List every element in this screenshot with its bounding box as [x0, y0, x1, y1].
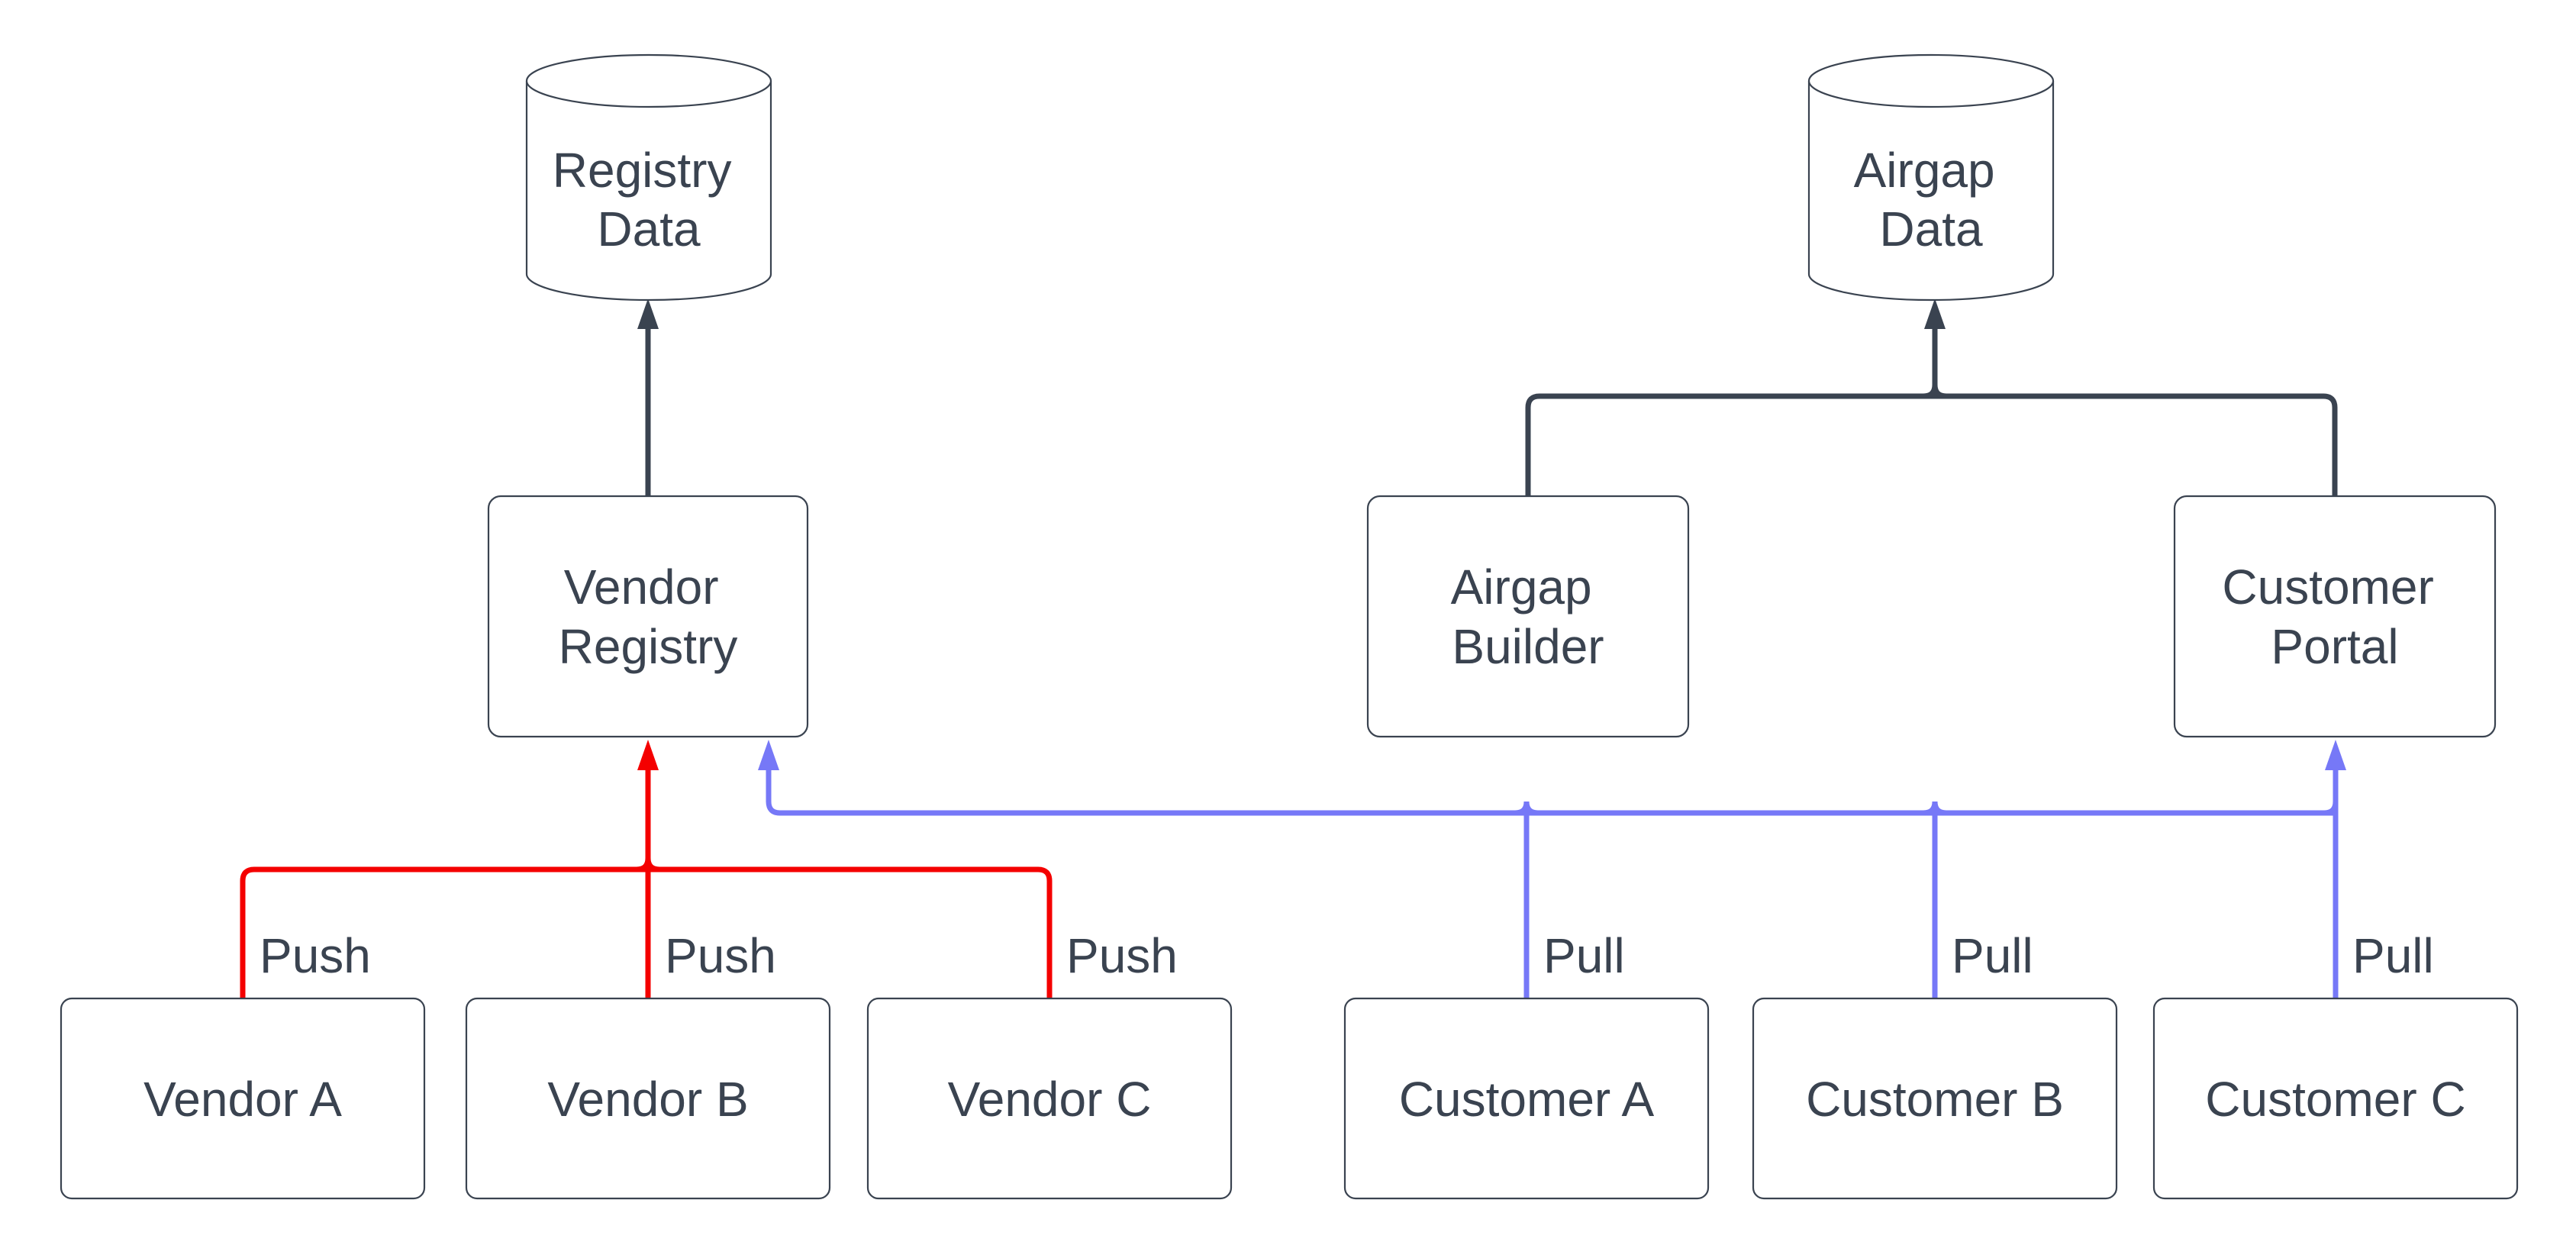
edge-line	[766, 767, 2336, 816]
node-label: Customer A	[1399, 1072, 1655, 1127]
database-cylinder-body	[525, 81, 772, 302]
node-label: Airgap Data	[1854, 143, 2009, 256]
node-vendor-b: Vendor B	[465, 997, 831, 1200]
edge-pull-trunk	[758, 740, 2346, 998]
node-label: Vendor B	[547, 1072, 748, 1127]
node-label: Customer B	[1806, 1072, 2064, 1127]
node-registry-data: Registry Data	[525, 53, 772, 302]
edge-label-pull-b: Pull	[1952, 928, 2033, 983]
node-label: Customer Portal	[2222, 560, 2447, 674]
node-label: Vendor Registry	[559, 560, 738, 674]
edge-junction	[2323, 801, 2339, 816]
edge-junction	[1514, 801, 1539, 816]
node-box	[866, 997, 1233, 1200]
node-airgap-builder: Airgap Builder	[1366, 495, 1690, 738]
node-box	[1343, 997, 1710, 1200]
node-airgap-data: Airgap Data	[1807, 53, 2055, 302]
node-label: Registry Data	[553, 143, 746, 256]
node-label: Customer C	[2205, 1072, 2465, 1127]
edge-label-push-b: Push	[665, 928, 776, 983]
node-box	[1752, 997, 2118, 1200]
edge-vendor-registry-to-registry-data	[637, 298, 659, 496]
node-customer-c: Customer C	[2152, 997, 2519, 1200]
node-label: Vendor C	[948, 1072, 1152, 1127]
node-box	[487, 495, 809, 738]
arrowhead-up-icon	[637, 740, 659, 770]
node-box	[2173, 495, 2497, 738]
edge-line	[1525, 393, 1935, 496]
node-vendor-a: Vendor A	[60, 997, 426, 1200]
edge-merge-to-airgap-data	[1923, 298, 1947, 399]
node-label: Airgap Builder	[1451, 560, 1606, 674]
node-box	[465, 997, 831, 1200]
edge-label-push-a: Push	[260, 928, 371, 983]
node-customer-portal: Customer Portal	[2173, 495, 2497, 738]
edge-push-trunk	[240, 740, 1053, 998]
node-customer-a: Customer A	[1343, 997, 1710, 1200]
node-vendor-c: Vendor C	[866, 997, 1233, 1200]
node-box	[2152, 997, 2519, 1200]
arrowhead-up-icon	[2325, 740, 2346, 770]
edge-label-push-c: Push	[1066, 928, 1178, 983]
edge-airgap-builder-to-airgap-data	[1525, 393, 1935, 496]
edge-junction	[636, 857, 660, 873]
edge-line	[1935, 393, 2338, 496]
arrowhead-up-icon	[637, 298, 659, 329]
database-cylinder-body	[1807, 81, 2055, 302]
node-box	[60, 997, 426, 1200]
node-vendor-registry: Vendor Registry	[487, 495, 809, 738]
node-box	[1366, 495, 1690, 738]
edge-junction	[1923, 384, 1947, 399]
node-label: Vendor A	[143, 1072, 342, 1127]
database-cylinder-top	[1807, 53, 2055, 108]
edge-label-pull-c: Pull	[2352, 928, 2434, 983]
arrowhead-up-icon	[758, 740, 779, 770]
edge-junction	[1923, 801, 1947, 816]
database-cylinder-top	[525, 53, 772, 108]
edge-label-pull-a: Pull	[1543, 928, 1625, 983]
edge-customer-portal-to-airgap-data	[1935, 393, 2338, 496]
node-customer-b: Customer B	[1752, 997, 2118, 1200]
arrowhead-up-icon	[1924, 298, 1946, 329]
